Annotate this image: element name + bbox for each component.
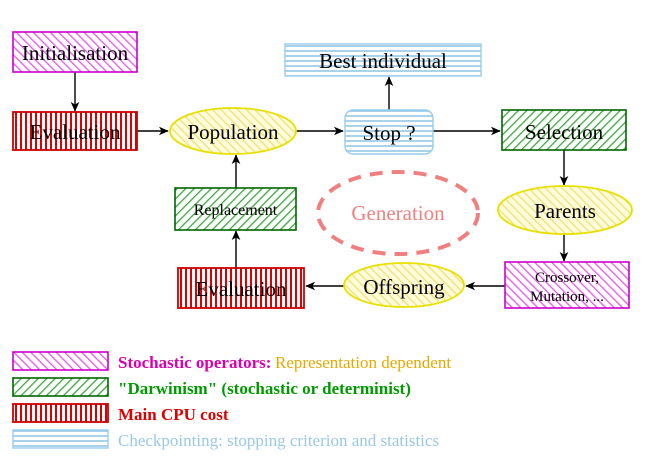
node-initialisation[interactable]: Initialisation xyxy=(12,31,138,73)
offspring-ellipse[interactable] xyxy=(343,262,465,308)
node-stop[interactable]: Stop ? xyxy=(344,109,434,155)
legend-swatch-cpu xyxy=(12,403,109,423)
legend: Stochastic operators: Representation dep… xyxy=(12,351,451,450)
legend-label-main-cpu-cost: Main CPU cost xyxy=(118,405,229,424)
initialisation-label: Initialisation xyxy=(22,41,129,65)
node-selection[interactable]: Selection xyxy=(501,109,627,151)
population-label: Population xyxy=(187,120,279,144)
node-offspring[interactable]: Offspring xyxy=(343,262,465,308)
evaluation-top-label: Evaluation xyxy=(30,120,121,144)
legend-label-darwinism: "Darwinism" (stochastic or determinist) xyxy=(118,379,411,398)
legend-item-stochastic: Stochastic operators: Representation dep… xyxy=(12,351,451,372)
stop-box[interactable] xyxy=(344,109,434,155)
evaluation-bot-label: Evaluation xyxy=(196,277,287,301)
initialisation-box[interactable] xyxy=(12,31,138,73)
replacement-box[interactable] xyxy=(174,187,297,231)
evaluation-bot-box[interactable] xyxy=(177,267,305,309)
replacement-label: Replacement xyxy=(194,202,278,219)
best-individual-box[interactable] xyxy=(284,43,482,77)
legend-swatch-darwinism xyxy=(12,377,109,397)
legend-swatch-checkpointing xyxy=(12,429,109,449)
node-best-individual[interactable]: Best individual xyxy=(284,43,482,77)
node-parents[interactable]: Parents xyxy=(497,185,633,235)
stop-label: Stop ? xyxy=(362,121,415,145)
legend-swatch-stochastic xyxy=(12,351,109,371)
node-variation[interactable]: Crossover, Mutation, ... xyxy=(504,261,630,309)
legend-label-representation-dependent: Representation dependent xyxy=(275,353,451,372)
variation-box[interactable] xyxy=(504,261,630,309)
selection-label: Selection xyxy=(525,120,604,144)
generation-label: Generation xyxy=(351,201,445,225)
best-individual-label: Best individual xyxy=(319,49,447,73)
offspring-label: Offspring xyxy=(363,275,445,299)
node-evaluation-top[interactable]: Evaluation xyxy=(12,111,138,151)
population-ellipse[interactable] xyxy=(169,107,297,155)
node-replacement[interactable]: Replacement xyxy=(174,187,297,231)
edge-layer xyxy=(70,72,569,291)
legend-item-checkpointing: Checkpointing: stopping criterion and st… xyxy=(12,429,439,450)
parents-label: Parents xyxy=(534,199,596,223)
legend-item-cpu: Main CPU cost xyxy=(12,403,229,424)
selection-box[interactable] xyxy=(501,109,627,151)
node-evaluation-bot[interactable]: Evaluation xyxy=(177,267,305,309)
node-generation: Generation xyxy=(316,170,480,256)
legend-item-darwinism: "Darwinism" (stochastic or determinist) xyxy=(12,377,411,398)
evaluation-top-box[interactable] xyxy=(12,111,138,151)
generation-dashed-ellipse xyxy=(316,170,480,256)
node-population[interactable]: Population xyxy=(169,107,297,155)
variation-label-line1: Crossover, xyxy=(535,270,599,286)
legend-label-stochastic-operators: Stochastic operators: xyxy=(118,353,271,372)
legend-label-checkpointing: Checkpointing: stopping criterion and st… xyxy=(118,431,439,450)
variation-label-line2: Mutation, ... xyxy=(530,289,604,305)
parents-ellipse[interactable] xyxy=(497,185,633,235)
